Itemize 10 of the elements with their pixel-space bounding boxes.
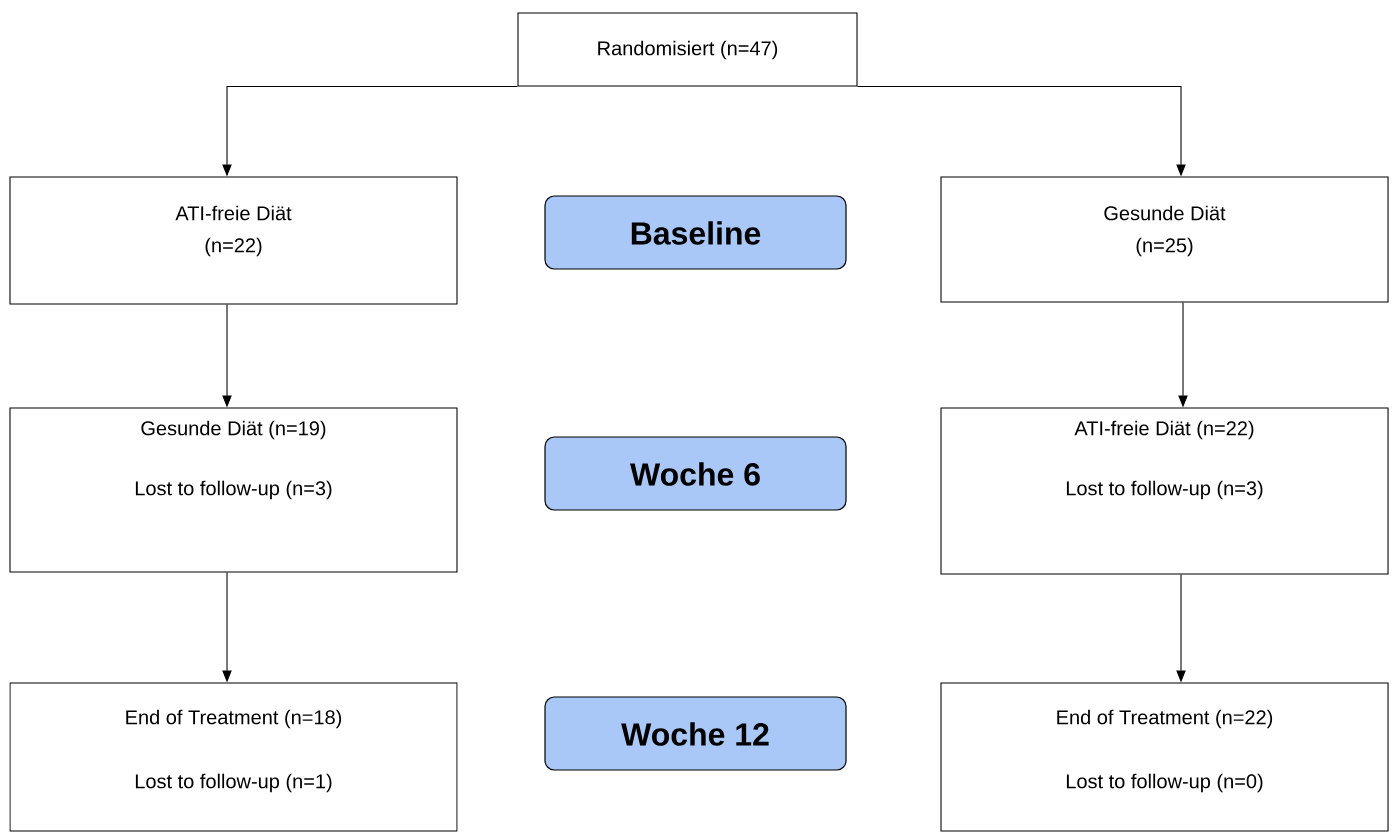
process-box: Randomisiert (n=47) bbox=[517, 12, 858, 87]
process-box: End of Treatment (n=18) Lost to follow-up (n=1) bbox=[9, 682, 458, 832]
process-box: ATI-freie Diät (n=22) bbox=[9, 176, 458, 305]
phase-label: Baseline bbox=[544, 195, 847, 270]
process-box: Gesunde Diät (n=19) Lost to follow-up (n=3) bbox=[9, 407, 458, 573]
process-box: End of Treatment (n=22) Lost to follow-up (n=0) bbox=[940, 682, 1389, 832]
phase-label: Woche 12 bbox=[544, 696, 847, 771]
process-box: ATI-freie Diät (n=22) Lost to follow-up (n=3) bbox=[940, 407, 1389, 575]
phase-label: Woche 6 bbox=[544, 436, 847, 511]
process-box: Gesunde Diät (n=25) bbox=[940, 176, 1389, 303]
